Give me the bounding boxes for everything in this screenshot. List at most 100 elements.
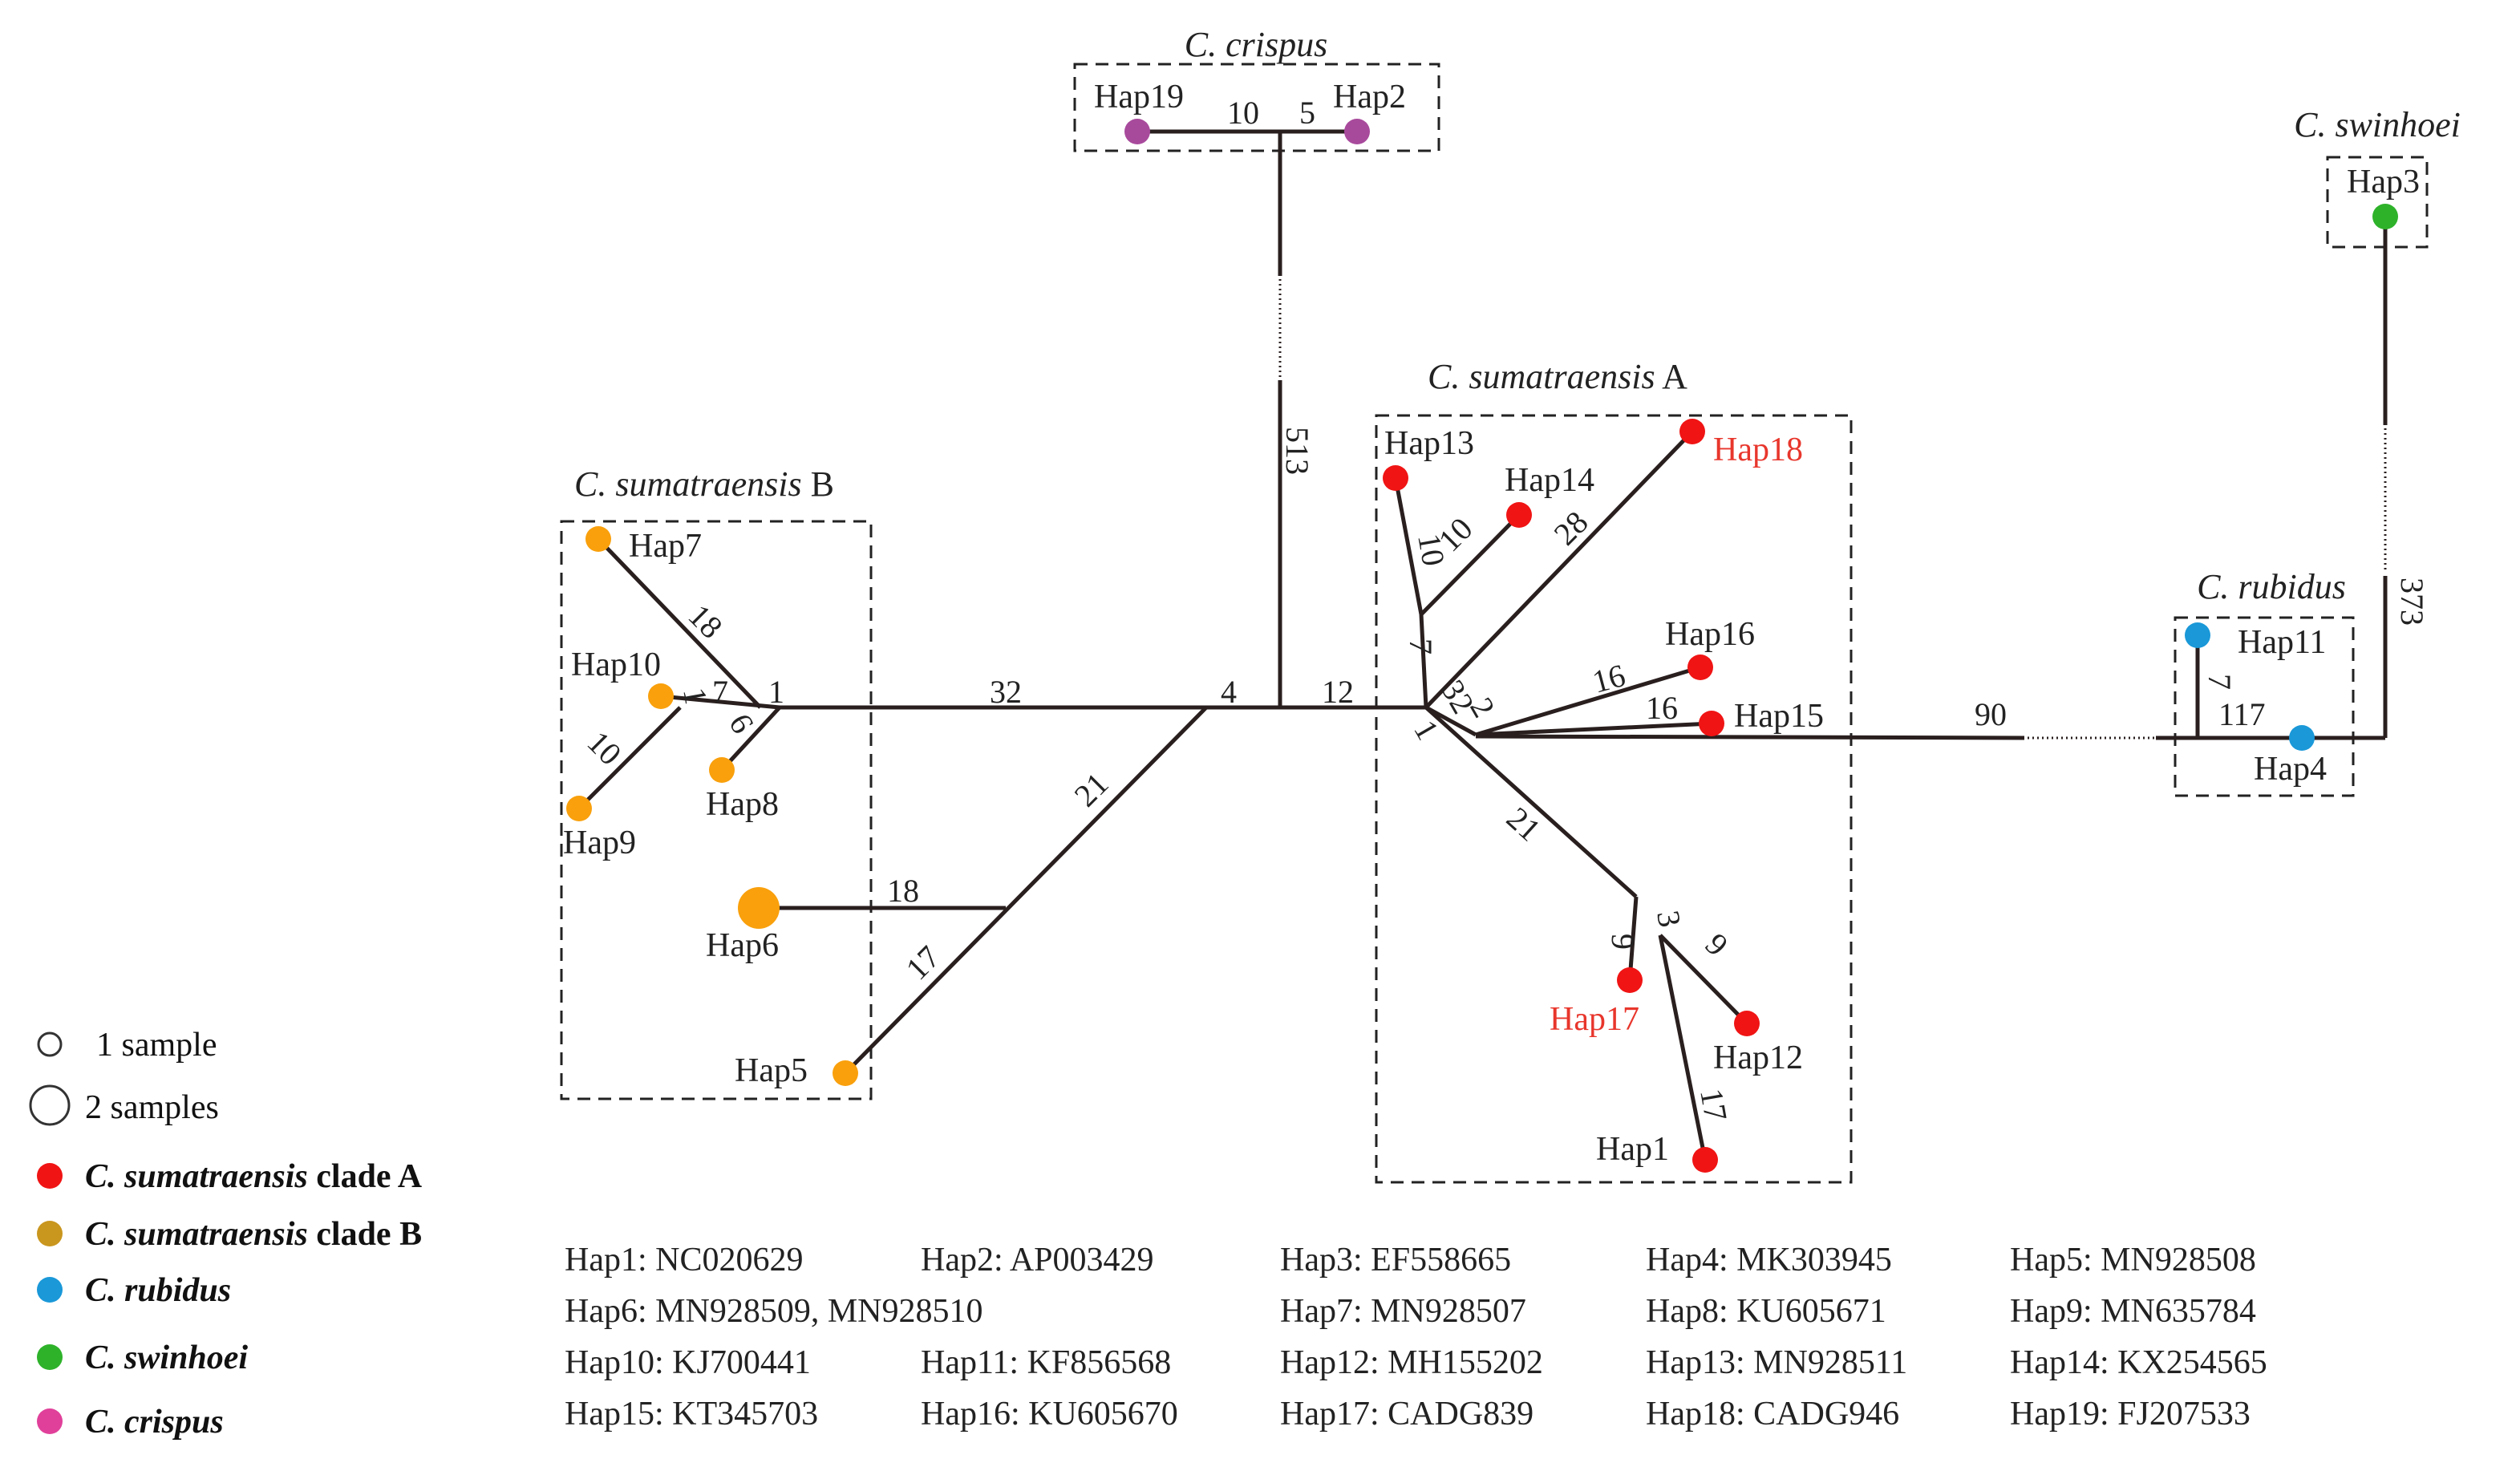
edge-hub-short [1424, 705, 1477, 737]
label-hap5: Hap5 [735, 1052, 808, 1089]
legend-swinhoei-label: C. swinhoei [85, 1339, 248, 1376]
accession-hap10: Hap10: KJ700441 [565, 1344, 811, 1381]
node-hap5 [833, 1060, 858, 1086]
mut-12: 12 [1322, 674, 1354, 710]
node-hap16 [1687, 654, 1713, 680]
label-hap18: Hap18 [1713, 432, 1803, 468]
legend-size2-label: 2 samples [85, 1089, 219, 1126]
legend-crispus-icon [37, 1408, 63, 1434]
group-title-crispus: C. crispus [1185, 25, 1327, 64]
group-box-rubidus [2174, 616, 2355, 797]
mut-hap17-9: 9 [1605, 934, 1641, 950]
node-hap12 [1734, 1011, 1760, 1036]
legend-clade-b-species: C. sumatraensis [85, 1216, 308, 1253]
accession-hap12: Hap12: MH155202 [1280, 1344, 1543, 1381]
accession-hap7: Hap7: MN928507 [1280, 1293, 1526, 1330]
accession-hap5: Hap5: MN928508 [2010, 1242, 2256, 1279]
legend-clade-a-clade: clade A [316, 1158, 422, 1195]
edge-hap9 [577, 706, 682, 810]
mut-117: 117 [2218, 696, 2266, 732]
accession-hap4: Hap4: MK303945 [1646, 1242, 1892, 1279]
mut-crispus-5: 5 [1299, 95, 1315, 131]
mut-7-a: 7 [1403, 638, 1439, 654]
label-hap3: Hap3 [2347, 164, 2420, 201]
group-title-sumatraensis-a-suffix: A [1662, 357, 1687, 396]
mut-373: 373 [2394, 578, 2430, 626]
group-box-sumatraensis-a [1375, 414, 1853, 1184]
node-hap10 [648, 683, 674, 709]
mut-4: 4 [1221, 674, 1237, 710]
label-hap17: Hap17 [1550, 1001, 1639, 1038]
node-hap14 [1506, 502, 1532, 528]
edge-90 [1475, 734, 2025, 740]
edge-hap1 [1658, 934, 1708, 1161]
mut-hap16-16: 16 [1589, 657, 1629, 700]
edge-hap15 [1475, 721, 1712, 737]
label-hap11: Hap11 [2238, 624, 2326, 661]
group-title-sumatraensis-a-species: C. sumatraensis [1428, 357, 1655, 396]
accession-hap15: Hap15: KT345703 [565, 1396, 818, 1433]
edge-hap18 [1424, 430, 1694, 709]
mut-90: 90 [1975, 696, 2007, 732]
legend-size1-icon [37, 1031, 63, 1057]
accession-hap9: Hap9: MN635784 [2010, 1293, 2256, 1330]
label-hap19: Hap19 [1094, 79, 1184, 116]
label-hap13: Hap13 [1384, 425, 1474, 462]
mut-hap15-16: 16 [1646, 690, 1678, 726]
mut-hap13-10: 10 [1411, 531, 1452, 569]
label-hap16: Hap16 [1665, 616, 1755, 653]
mut-hap6-18: 18 [887, 873, 919, 909]
legend-size1-label: 1 sample [96, 1027, 217, 1064]
group-box-crispus [1073, 63, 1440, 152]
node-hap6 [738, 887, 780, 929]
edge-hap7 [597, 537, 762, 709]
mut-1-a: 1 [768, 674, 784, 710]
label-hap8: Hap8 [706, 786, 779, 823]
legend-clade-a-species: C. sumatraensis [85, 1158, 308, 1195]
label-hap10: Hap10 [571, 646, 661, 683]
accession-hap16: Hap16: KU605670 [921, 1396, 1178, 1433]
group-title-sumatraensis-b-species: C. sumatraensis [574, 464, 802, 504]
node-hap2 [1344, 119, 1370, 144]
node-hap19 [1124, 119, 1150, 144]
legend-swinhoei-icon [37, 1344, 63, 1370]
accession-hap18: Hap18: CADG946 [1646, 1396, 1899, 1433]
group-title-sumatraensis-b-suffix: B [811, 464, 834, 504]
accession-hap8: Hap8: KU605671 [1646, 1293, 1886, 1330]
mut-crispus-10: 10 [1227, 95, 1259, 131]
mut-7-rubidus: 7 [2202, 674, 2238, 690]
edge-hap14 [1420, 513, 1521, 616]
node-hap13 [1383, 465, 1408, 491]
edge-21-a [1424, 706, 1638, 898]
accession-hap19: Hap19: FJ207533 [2010, 1396, 2251, 1433]
label-hap12: Hap12 [1713, 1040, 1803, 1076]
mut-hap7-18: 18 [682, 598, 730, 646]
mut-hap1-17: 17 [1693, 1086, 1734, 1124]
legend-size2-icon [29, 1084, 71, 1126]
accession-hap2: Hap2: AP003429 [921, 1242, 1154, 1279]
edge-7-a [1419, 614, 1428, 708]
label-hap7: Hap7 [629, 528, 702, 565]
accession-hap13: Hap13: MN928511 [1646, 1344, 1907, 1381]
group-box-sumatraensis-b [560, 520, 873, 1100]
mut-21-a: 21 [1500, 800, 1548, 848]
group-title-swinhoei: C. swinhoei [2294, 105, 2461, 144]
node-hap9 [566, 796, 592, 821]
edge-hap17 [1627, 896, 1639, 981]
group-title-sumatraensis-a: C. sumatraensis A [1428, 357, 1687, 396]
mut-513: 513 [1279, 427, 1315, 475]
group-title-sumatraensis-b: C. sumatraensis B [574, 464, 834, 504]
label-hap1: Hap1 [1596, 1131, 1669, 1168]
label-hap2: Hap2 [1333, 79, 1406, 116]
edge-hap10 [660, 694, 780, 710]
accession-hap3: Hap3: EF558665 [1280, 1242, 1511, 1279]
label-hap4: Hap4 [2254, 751, 2327, 788]
legend-clade-b-clade: clade B [316, 1216, 422, 1253]
accession-hap11: Hap11: KF856568 [921, 1344, 1171, 1381]
group-title-rubidus: C. rubidus [2197, 567, 2346, 606]
legend: 1 sample 2 samples C. sumatraensis clade… [29, 1027, 423, 1441]
group-box-swinhoei [2326, 156, 2429, 249]
node-hap8 [709, 757, 735, 783]
mut-32: 32 [990, 674, 1022, 710]
